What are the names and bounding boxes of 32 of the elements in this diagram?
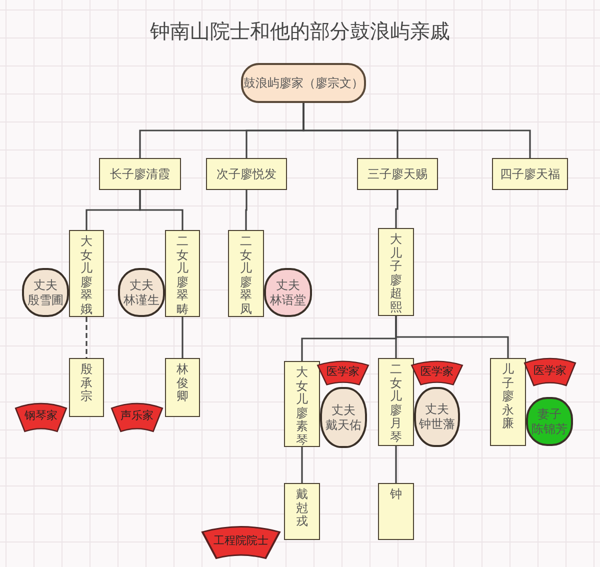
- connector-line: [395, 190, 398, 228]
- person-box: 二女儿廖月琴: [378, 358, 414, 446]
- profession-banner: 医学家: [523, 357, 577, 387]
- connector-line: [86, 317, 88, 358]
- connector-line: [245, 190, 248, 230]
- person-box: 长子廖清霞: [99, 158, 181, 190]
- person-box: 大女儿廖翠娥: [69, 230, 104, 317]
- connector-line: [395, 316, 509, 358]
- person-box: 殷承宗: [69, 358, 104, 417]
- person-box: 三子廖天赐: [357, 158, 438, 190]
- profession-banner: 工程院院士: [200, 525, 282, 560]
- person-box: 二女儿廖翠畴: [165, 230, 200, 317]
- profession-banner: 医学家: [316, 360, 370, 386]
- connector-line: [302, 103, 531, 158]
- person-box: 林俊卿: [165, 358, 200, 417]
- person-box: 儿子廖永廉: [490, 358, 526, 446]
- person-box: 次子廖悦发: [206, 158, 287, 190]
- title: 钟南山院士和他的部分鼓浪屿亲戚: [149, 18, 451, 45]
- connector-line: [395, 446, 397, 483]
- person-box: 戴尅戎: [284, 483, 320, 540]
- profession-banner: 医学家: [410, 360, 464, 386]
- person-box: 二女儿廖翠凤: [228, 230, 264, 317]
- person-box: 钟: [378, 483, 414, 540]
- profession-banner: 钢琴家: [14, 402, 68, 433]
- family-box: 鼓浪屿廖家（廖宗文）: [241, 63, 366, 103]
- person-box: 大儿子廖超熙: [378, 228, 414, 316]
- connector-line: [139, 190, 184, 230]
- person-box: 四子廖天福: [492, 158, 568, 190]
- connector-line: [301, 447, 303, 483]
- profession-banner: 声乐家: [110, 402, 164, 433]
- connector-line: [182, 317, 184, 358]
- person-box: 大女儿廖素琴: [284, 361, 320, 447]
